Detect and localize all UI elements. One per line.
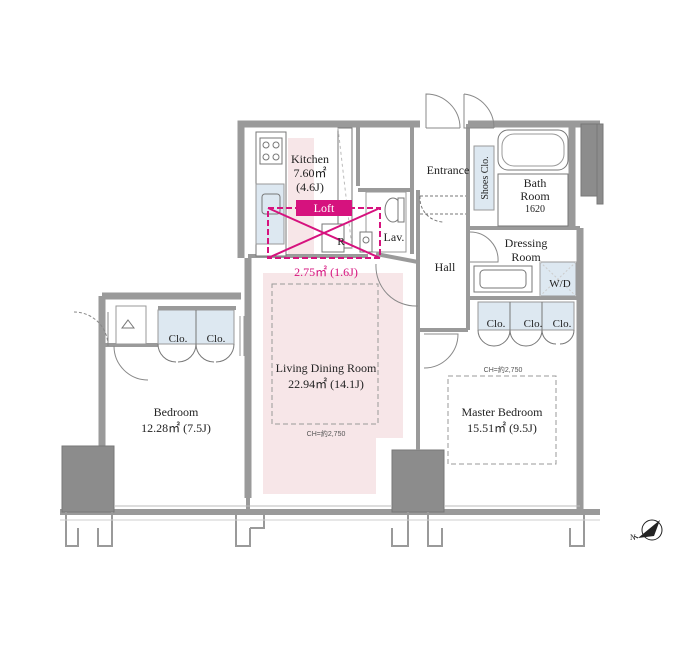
bath-room-label-1: Bath xyxy=(524,176,547,190)
master-bedroom-area: 15.51㎡ (9.5J) xyxy=(467,421,537,435)
master-closet-label-1: Clo. xyxy=(487,318,506,330)
north-arrow-icon: N xyxy=(630,519,663,542)
living-dining-area: 22.94㎡ (14.1J) xyxy=(288,377,364,391)
svg-text:N: N xyxy=(630,533,636,542)
kitchen-jo: (4.6J) xyxy=(296,180,324,194)
structural-columns xyxy=(61,123,604,513)
refrigerator-mark: R xyxy=(337,236,345,248)
interior-walls xyxy=(102,124,580,512)
kitchen-label: Kitchen xyxy=(291,152,329,166)
ldk-floor-highlight xyxy=(263,138,404,495)
master-bedroom-label: Master Bedroom xyxy=(462,405,544,419)
entrance-label: Entrance xyxy=(427,163,470,177)
dressing-room-label-2: Room xyxy=(511,250,541,264)
master-closet-label-3: Clo. xyxy=(553,318,572,330)
kitchen-area: 7.60㎡ xyxy=(293,166,326,180)
dressing-room-label-1: Dressing xyxy=(505,236,548,250)
shoes-closet-label: Shoes Clo. xyxy=(480,156,491,199)
loft-area-text: 2.75㎡ (1.6J) xyxy=(294,265,358,279)
balcony-edge xyxy=(60,512,600,547)
detail-lines xyxy=(73,93,580,507)
bedroom-label: Bedroom xyxy=(154,405,199,419)
bedroom-area: 12.28㎡ (7.5J) xyxy=(141,421,211,435)
bath-room-size: 1620 xyxy=(525,204,545,215)
living-ceiling-height: CH=約2,750 xyxy=(307,429,346,438)
master-closet-label-2: Clo. xyxy=(524,318,543,330)
hall-label: Hall xyxy=(435,260,456,274)
living-dining-label: Living Dining Room xyxy=(276,361,377,375)
bedroom-closet-label-2: Clo. xyxy=(207,333,226,345)
lavatory-label: Lav. xyxy=(384,230,405,244)
bath-room-label-2: Room xyxy=(520,189,550,203)
washer-dryer-label: W/D xyxy=(549,278,570,290)
loft-area xyxy=(267,200,381,259)
master-ceiling-height: CH=約2,750 xyxy=(484,365,523,374)
loft-label: Loft xyxy=(314,201,335,215)
bedroom-closet-label-1: Clo. xyxy=(169,333,188,345)
